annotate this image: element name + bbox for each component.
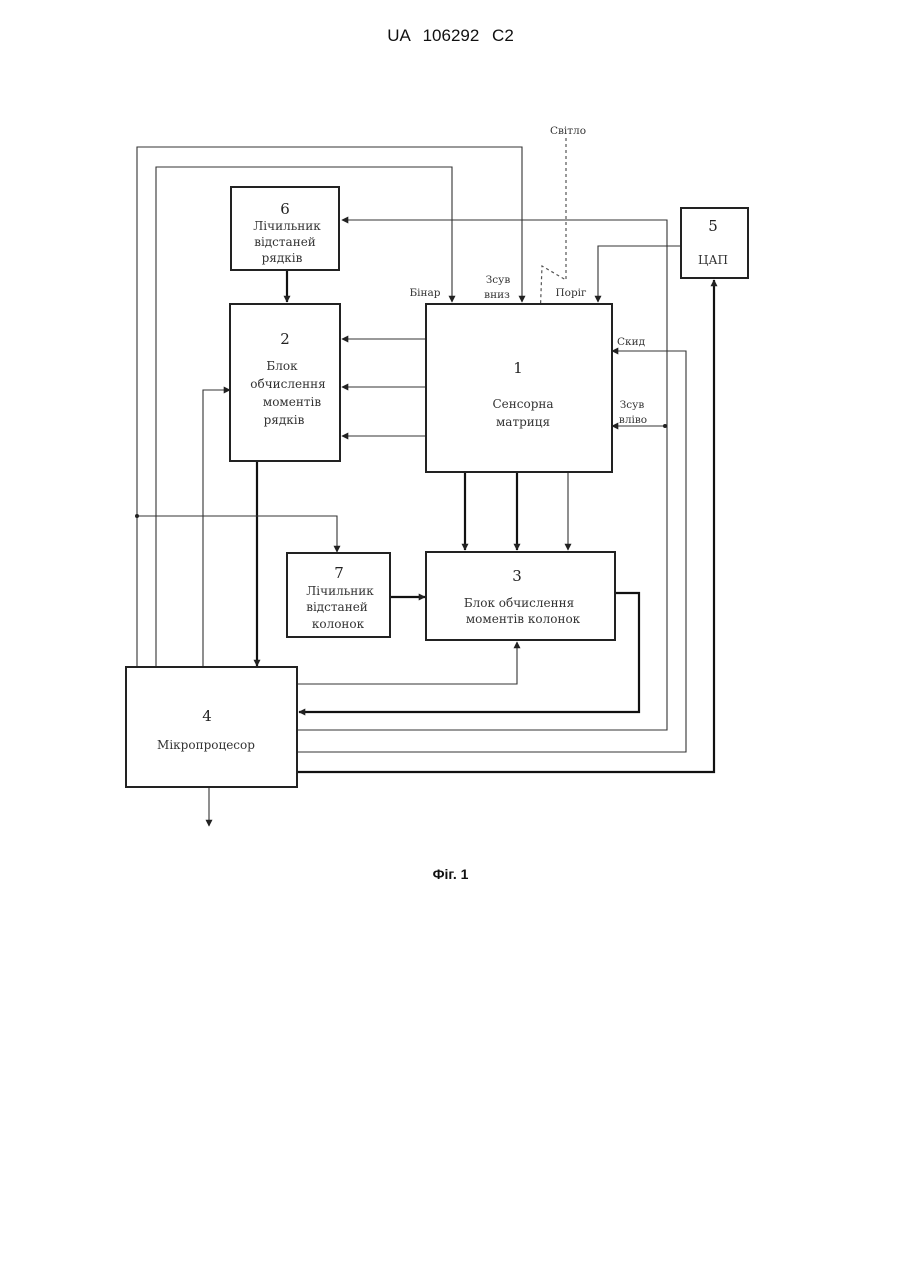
- signal-shift-left-label-2: вліво: [619, 414, 647, 426]
- block-2-label-line3: моментів: [263, 395, 321, 409]
- block-4-microprocessor: 4 Мікропроцесор: [126, 667, 297, 787]
- signal-shift-down-label-1: Зсув: [486, 274, 511, 286]
- block-3-label-line1: Блок обчислення: [464, 596, 574, 610]
- block-5-label: ЦАП: [698, 253, 728, 267]
- wire-up-to-block3: [298, 642, 517, 684]
- signal-shift-left-label-1: Зсув: [620, 399, 645, 411]
- block-4-label: Мікропроцесор: [157, 738, 255, 752]
- block-3-label-line2: моментів колонок: [466, 612, 581, 626]
- block-3-column-moments: 3 Блок обчислення моментів колонок: [426, 552, 615, 640]
- block-1-label-line2: матриця: [496, 415, 550, 429]
- wire-up-to-block2: [203, 390, 230, 667]
- signal-threshold-label: Поріг: [555, 287, 587, 299]
- block-2-label-line2: обчислення: [250, 377, 325, 391]
- block-2-number: 2: [280, 330, 290, 348]
- signal-light-label: Світло: [550, 125, 586, 137]
- block-6-label-line1: Лічильник: [253, 219, 321, 233]
- block-7-number: 7: [334, 564, 344, 582]
- figure-caption: Фіг. 1: [0, 866, 901, 882]
- wire-counter6-control: [298, 220, 667, 730]
- block-6-label-line2: відстаней: [254, 235, 316, 249]
- block-7-label-line1: Лічильник: [306, 584, 374, 598]
- block-2-label-line1: Блок: [266, 359, 298, 373]
- block-2-row-moments: 2 Блок обчислення моментів рядків: [230, 304, 340, 461]
- signal-shift-down-label-2: вниз: [484, 289, 510, 301]
- block-7-label-line2: відстаней: [306, 600, 368, 614]
- block-1-number: 1: [513, 359, 523, 377]
- wire-threshold: [598, 246, 680, 302]
- block-1-label-line1: Сенсорна: [492, 397, 553, 411]
- block-6-number: 6: [280, 200, 290, 218]
- block-6-row-distance-counter: 6 Лічильник відстаней рядків: [231, 187, 339, 270]
- block-2-label-line4: рядків: [264, 413, 305, 427]
- block-7-label-line3: колонок: [312, 617, 365, 631]
- block-4-frame: [126, 667, 297, 787]
- block-5-dac: 5 ЦАП: [681, 208, 748, 278]
- block-1-frame: [426, 304, 612, 472]
- wire-to-counter7: [137, 516, 337, 552]
- block-3-number: 3: [512, 567, 522, 585]
- signal-reset-label: Скид: [617, 336, 646, 348]
- junction-dot: [663, 424, 667, 428]
- block-4-number: 4: [202, 707, 212, 725]
- block-6-label-line3: рядків: [262, 251, 303, 265]
- block-7-column-distance-counter: 7 Лічильник відстаней колонок: [287, 553, 390, 637]
- block-1-sensor-matrix: 1 Сенсорна матриця: [426, 304, 612, 472]
- block-5-number: 5: [708, 217, 718, 235]
- junction-dot: [135, 514, 139, 518]
- signal-binar-label: Бінар: [409, 287, 440, 299]
